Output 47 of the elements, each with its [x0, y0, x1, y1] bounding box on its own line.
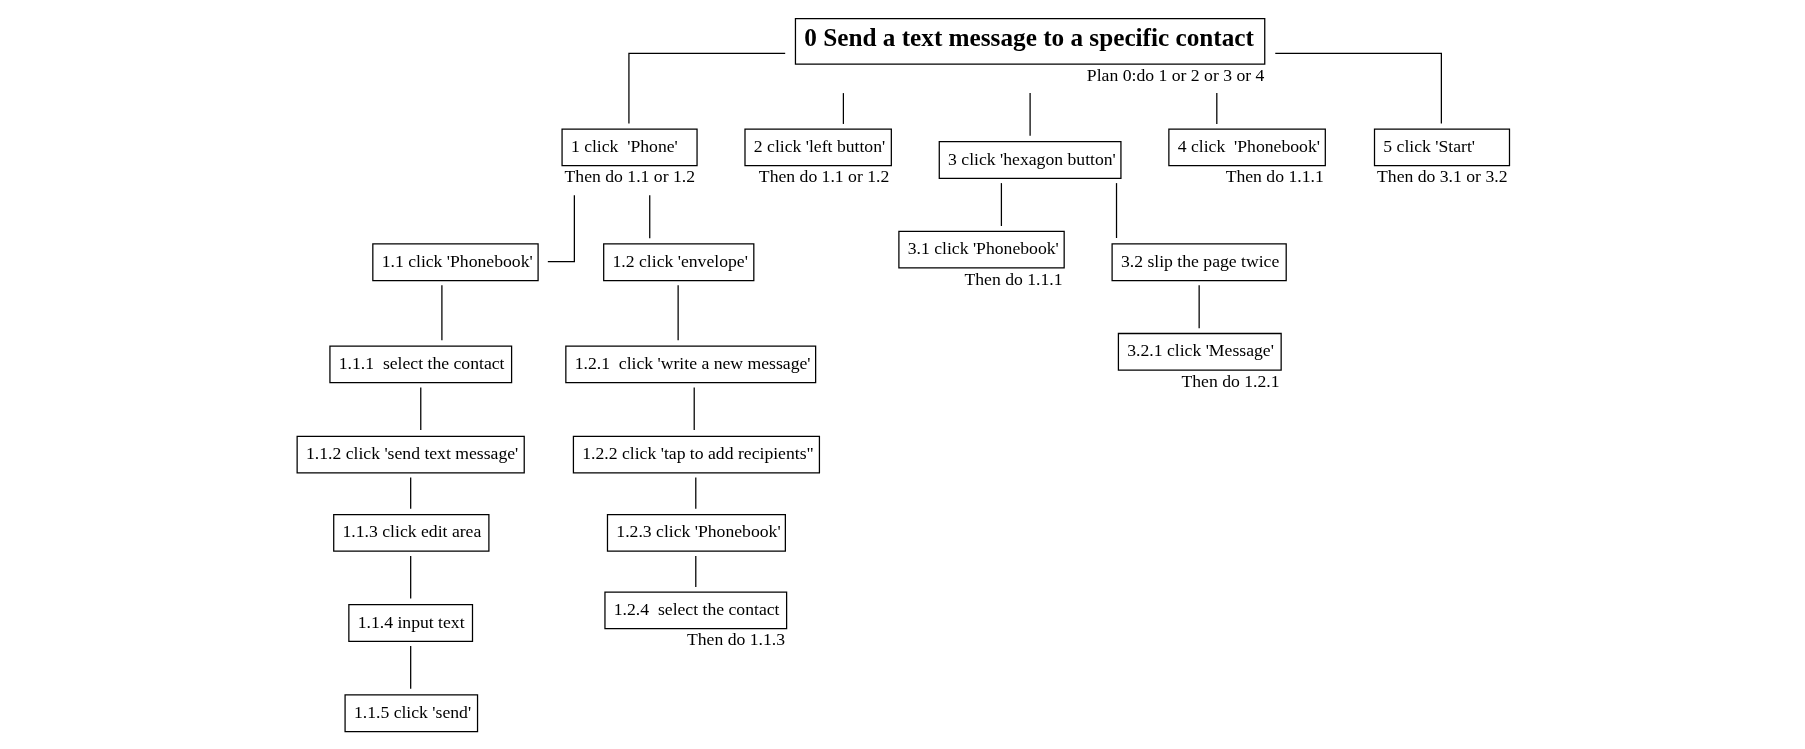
node-box: 3 click 'hexagon button'	[938, 141, 1122, 179]
connector	[1274, 52, 1442, 125]
node-label: Then do 1.1 or 1.2	[758, 166, 889, 187]
connector	[693, 386, 695, 431]
node-box: 2 click 'left button'	[743, 128, 892, 167]
node-box: 1.2.3 click 'Phonebook'	[606, 513, 786, 552]
connector	[409, 645, 411, 690]
connector	[1215, 92, 1217, 125]
node-box: 1.2 click 'envelope'	[602, 243, 754, 282]
node-box: 3.2.1 click 'Message'	[1117, 332, 1282, 371]
connector	[440, 284, 443, 341]
connector	[419, 386, 421, 431]
node-box: 1.1.1 select the contact	[328, 345, 512, 384]
connector	[1198, 284, 1200, 329]
node-box: 1.1.5 click 'send'	[343, 694, 478, 733]
node-label: Then do 1.2.1	[1180, 370, 1280, 391]
node-box: 5 click 'Start'	[1373, 128, 1510, 167]
node-box: 1 click 'Phone'	[560, 128, 698, 167]
node-box: 1.2.4 select the contact	[603, 591, 787, 630]
node-box: 1.1.2 click 'send text message'	[296, 435, 525, 474]
connector	[677, 284, 679, 341]
connector	[1000, 182, 1002, 227]
node-box: 1.1.3 click edit area	[332, 513, 489, 552]
node-label: Then do 1.1.3	[686, 629, 785, 650]
node-box: 3.1 click 'Phonebook'	[897, 230, 1065, 269]
node-label: Then do 3.1 or 3.2	[1376, 166, 1507, 187]
connector	[1028, 92, 1031, 137]
connector	[648, 194, 650, 239]
connector	[409, 476, 411, 510]
connector	[1115, 182, 1117, 239]
node-box: 1.2.1 click 'write a new message'	[564, 345, 816, 384]
node-label: Plan 0:do 1 or 2 or 3 or 4	[1086, 64, 1264, 85]
node-label: Then do 1.1.1	[1225, 166, 1324, 187]
connector	[546, 194, 575, 263]
node-box: 0 Send a text message to a specific contact	[794, 18, 1265, 65]
node-box: 1.1.4 input text	[347, 604, 473, 642]
node-box: 3.2 slip the page twice	[1110, 243, 1287, 282]
node-box: 4 click 'Phonebook'	[1167, 128, 1326, 167]
connector	[694, 555, 696, 588]
node-box: 1.1 click 'Phonebook'	[371, 243, 539, 282]
node-label: Then do 1.1.1	[964, 268, 1063, 289]
connector	[694, 476, 696, 510]
node-label: Then do 1.1 or 1.2	[564, 166, 695, 187]
connector	[842, 92, 844, 125]
connector	[627, 52, 786, 125]
node-box: 1.2.2 click 'tap to add recipients"	[572, 435, 820, 474]
connector	[409, 555, 411, 600]
